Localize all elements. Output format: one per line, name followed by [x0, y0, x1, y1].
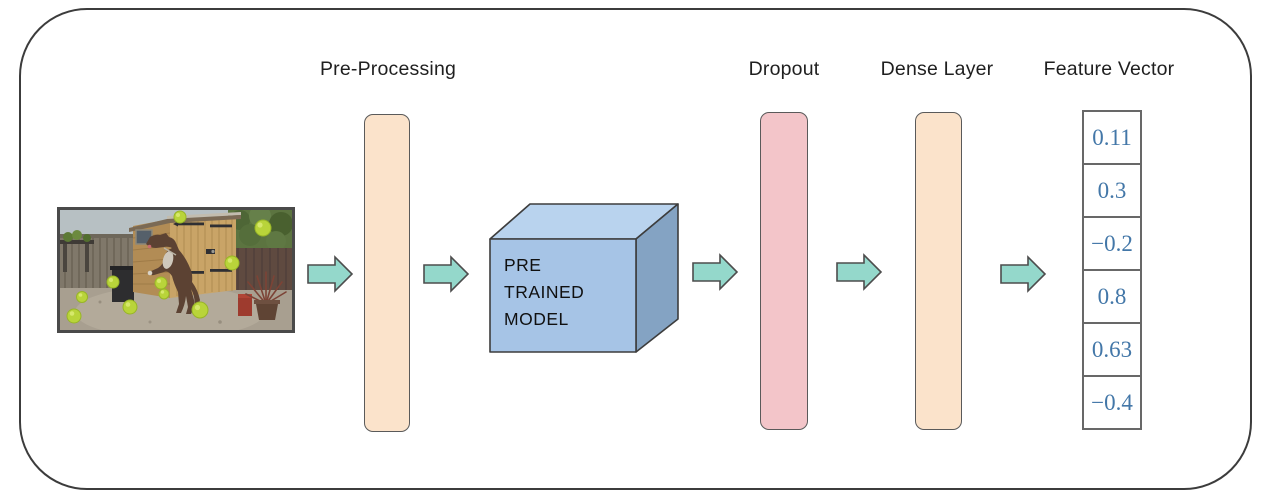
feature-vector-cell: 0.63 — [1084, 324, 1140, 377]
input-photo — [57, 205, 295, 338]
feature-vector-column: 0.11 0.3 −0.2 0.8 0.63 −0.4 — [1082, 110, 1142, 430]
feature-vector-cell: −0.2 — [1084, 218, 1140, 271]
flow-arrow-icon — [423, 255, 470, 293]
pretrained-model-box — [489, 203, 679, 353]
feature-vector-cell: 0.8 — [1084, 271, 1140, 324]
flow-arrow-icon — [836, 253, 883, 291]
pretrained-model-label-line1: PRE — [504, 255, 542, 275]
dense-layer-bar — [915, 112, 962, 430]
flow-arrow-icon — [1000, 255, 1047, 293]
stage-label-dense-layer: Dense Layer — [880, 58, 994, 80]
stage-label-feature-vector: Feature Vector — [1043, 58, 1175, 80]
pretrained-model-label: PRE TRAINED MODEL — [504, 252, 584, 333]
flow-arrow-icon — [692, 253, 739, 291]
feature-vector-cell: −0.4 — [1091, 389, 1133, 415]
input-photo-scene — [60, 205, 293, 338]
pre-processing-layer-bar — [364, 114, 410, 432]
feature-vector-cell: 0.3 — [1084, 165, 1140, 218]
stage-label-dropout: Dropout — [748, 58, 820, 80]
feature-vector-cell: 0.11 — [1084, 112, 1140, 165]
stage-label-pre-processing: Pre-Processing — [319, 58, 457, 80]
pretrained-model-label-line3: MODEL — [504, 309, 569, 329]
dropout-layer-bar — [760, 112, 808, 430]
flow-arrow-icon — [307, 255, 354, 293]
pretrained-model-label-line2: TRAINED — [504, 282, 585, 302]
